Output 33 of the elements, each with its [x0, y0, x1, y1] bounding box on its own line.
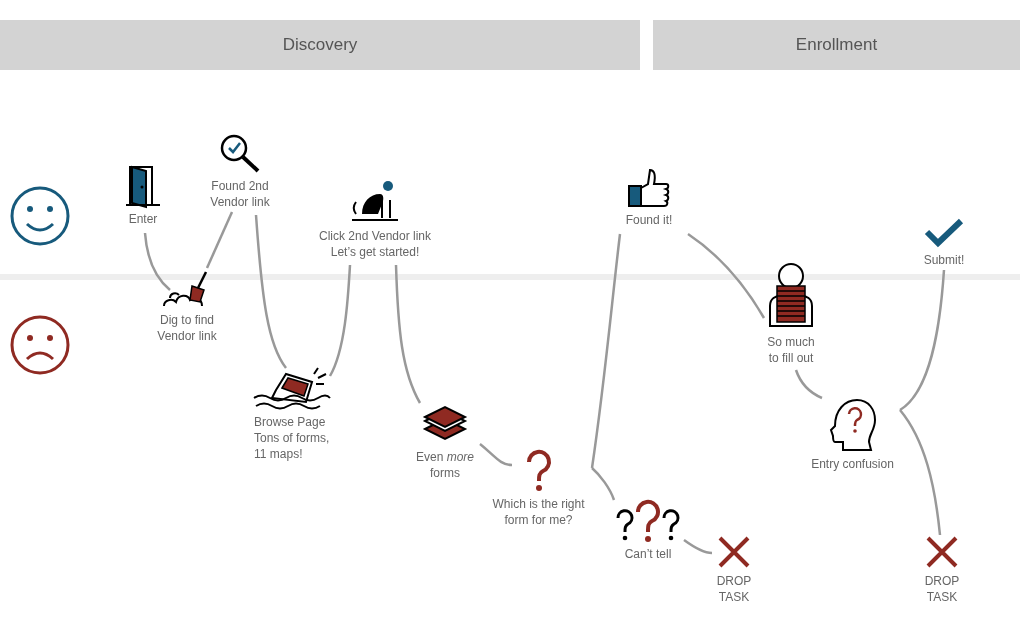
connector-line	[687, 232, 766, 319]
step-label: Can’t tell	[624, 546, 672, 562]
connector-line	[590, 233, 622, 469]
step-label: Entry confusion	[811, 456, 894, 472]
step-label: Found it!	[625, 212, 673, 228]
phase-header-band	[653, 20, 1020, 70]
phase-title: Discovery	[282, 35, 358, 55]
step-label: Click 2nd Vendor link	[318, 228, 432, 244]
step-label: Submit!	[923, 252, 965, 268]
step-label: Found 2nd Vendor link	[209, 178, 271, 210]
phase-header-band	[0, 20, 640, 70]
connector-line	[205, 211, 234, 269]
connector-line	[899, 409, 942, 536]
connector-line	[794, 369, 823, 400]
step-label: Even more forms	[415, 449, 475, 481]
connector-line	[899, 269, 946, 411]
step-label: Let’s get started!	[330, 244, 420, 260]
phase-title: Enrollment	[795, 35, 878, 55]
step-label: Tons of forms, 11 maps!	[254, 430, 331, 462]
connector-line	[479, 443, 513, 467]
connector-line	[328, 264, 352, 377]
step-label: DROP TASK	[715, 573, 753, 605]
connector-line	[143, 232, 171, 291]
step-label: Dig to find Vendor link	[156, 312, 218, 344]
connector-line	[591, 467, 616, 501]
step-label: Browse Page	[254, 414, 326, 430]
connector-line	[394, 264, 422, 404]
connector-line	[254, 214, 288, 369]
step-label: Enter	[128, 211, 158, 227]
connector-line	[683, 539, 713, 555]
step-label: DROP TASK	[923, 573, 961, 605]
step-label: So much to fill out	[766, 334, 816, 366]
step-label: Which is the right form for me?	[491, 496, 586, 528]
